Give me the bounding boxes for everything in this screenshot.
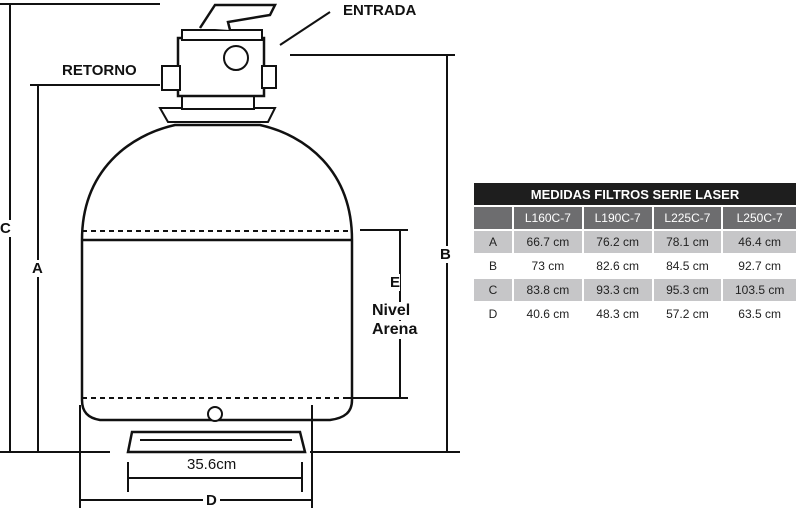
table-cell: 66.7 cm: [514, 231, 582, 253]
table-cell: 93.3 cm: [583, 279, 652, 301]
column-header: L250C-7: [723, 207, 796, 229]
row-label: A: [474, 231, 512, 253]
table-row: D 40.6 cm 48.3 cm 57.2 cm 63.5 cm: [474, 303, 796, 325]
table-title: MEDIDAS FILTROS SERIE LASER: [474, 183, 796, 205]
table-cell: 57.2 cm: [666, 307, 709, 321]
label-entrada: ENTRADA: [343, 2, 417, 19]
multiport-valve: [176, 36, 266, 98]
label-e: E: [390, 274, 401, 291]
label-b: B: [440, 246, 451, 263]
table-row: A 66.7 cm 76.2 cm 78.1 cm 46.4 cm: [474, 231, 796, 253]
column-header: L160C-7: [514, 207, 582, 229]
column-header: L190C-7: [583, 207, 652, 229]
label-base-width: 35.6cm: [187, 456, 237, 473]
table-cell: 73 cm: [531, 259, 565, 273]
label-retorno: RETORNO: [62, 62, 137, 79]
table-cell: 84.5 cm: [666, 259, 709, 273]
label-d: D: [203, 492, 220, 509]
label-a: A: [32, 260, 43, 277]
table-cell: 48.3 cm: [596, 307, 639, 321]
table-cell: 82.6 cm: [596, 259, 639, 273]
dimensions-table: MEDIDAS FILTROS SERIE LASER L160C-7 L190…: [472, 181, 798, 327]
tank-body: [80, 123, 354, 422]
tank-base: [126, 430, 307, 454]
table-cell: 83.8 cm: [514, 279, 582, 301]
row-label: D: [488, 307, 498, 321]
table-cell: 63.5 cm: [738, 307, 781, 321]
label-arena: Arena: [372, 321, 418, 339]
table-cell: 92.7 cm: [738, 259, 781, 273]
table-cell: 40.6 cm: [526, 307, 570, 321]
column-header: L225C-7: [653, 207, 722, 229]
row-label: C: [474, 279, 512, 301]
valve-handle: [198, 3, 278, 31]
pressure-gauge: [223, 45, 249, 71]
table-cell: 46.4 cm: [723, 231, 796, 253]
table-cell: 76.2 cm: [583, 231, 652, 253]
label-c: C: [0, 220, 11, 237]
table-row: B 73 cm 82.6 cm 84.5 cm 92.7 cm: [474, 255, 796, 277]
label-nivel: Nivel: [372, 302, 411, 320]
table-cell: 78.1 cm: [653, 231, 722, 253]
row-label: B: [488, 259, 497, 273]
table-cell: 103.5 cm: [723, 279, 796, 301]
table-header-row: L160C-7 L190C-7 L225C-7 L250C-7: [474, 207, 796, 229]
table-cell: 95.3 cm: [653, 279, 722, 301]
table-row: C 83.8 cm 93.3 cm 95.3 cm 103.5 cm: [474, 279, 796, 301]
